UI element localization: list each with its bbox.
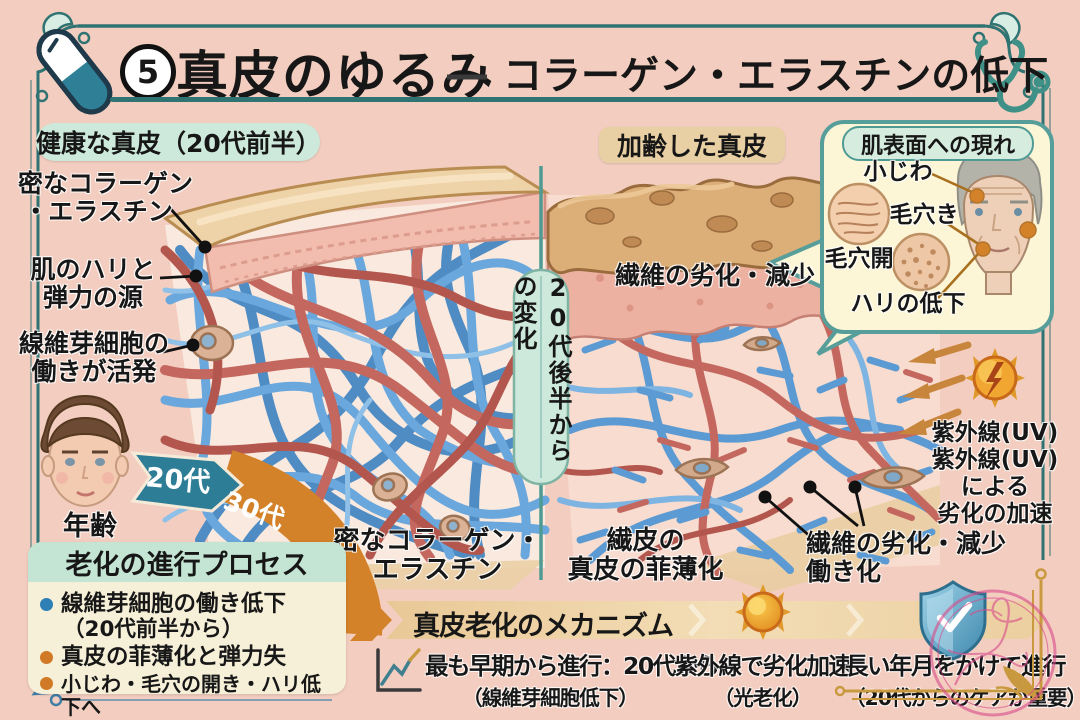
watermark-stamp [929, 589, 1057, 717]
uv-arrows [898, 341, 972, 435]
capsule-icon [36, 29, 113, 115]
svg-text:20代: 20代 [144, 462, 211, 499]
title-underline [110, 97, 998, 102]
bullet-dot [40, 650, 53, 664]
page-subtitle: コラーゲン・エラスチンの低下 [503, 54, 1049, 99]
label-skin-firmness: 肌のハリと 弾力の源 [30, 255, 156, 312]
sun-icon [735, 584, 791, 640]
caption-dermis-thinning: 繊皮の 真皮の菲薄化 [567, 526, 724, 586]
aging-process-title: 老化の進行プロセス [28, 542, 346, 582]
label-firmness-loss: ハリの低下 [850, 291, 966, 317]
mechanism-item-onset: 最も早期から進行：20代から （線維芽細胞低下） [425, 652, 720, 710]
fibroblast-cell [189, 324, 472, 542]
center-change-label: 20代後半からの変化 [509, 274, 572, 464]
wrinkle-detail-circle [827, 182, 891, 246]
skin-surface-bubble [765, 120, 1054, 356]
corner-decoration-layer [834, 568, 1057, 717]
process-item-sub: （20代前半から） [63, 616, 244, 642]
aged-dermis-badge: 加齢した真皮 [599, 127, 785, 163]
center-divider [512, 166, 570, 580]
process-item: 小じわ・毛穴の開き・ハリ低下へ [38, 673, 336, 719]
young-face [40, 394, 130, 507]
section-number-text: 5 [136, 53, 160, 91]
bubble-title: 肌表面への現れ [842, 126, 1034, 161]
bullet-dot [40, 598, 53, 611]
aging-process-box: 老化の進行プロセス 線維芽細胞の働き低下 （20代前半から） 真皮の菲薄化と弾力… [28, 542, 346, 719]
section-number: 5 [120, 44, 176, 100]
label-dense-collagen: 密なコラーゲン ・エラスチン [18, 169, 194, 226]
aging-process-list: 線維芽細胞の働き低下 （20代前半から） 真皮の菲薄化と弾力失 小じわ・毛穴の開… [28, 582, 346, 720]
mechanism-item-uv: 紫外線で劣化加速 （光老化） [674, 652, 853, 710]
mechanism-band [350, 580, 1046, 692]
title-dash: ― [447, 52, 487, 98]
process-item: 真皮の菲薄化と弾力失 [38, 644, 336, 671]
healthy-dermis-badge: 健康な真皮（20代前半） [36, 123, 321, 161]
label-fiber-degradation-side: 繊維の劣化・減少 働き化 [806, 529, 1007, 586]
healthy-dermis-panel [160, 165, 551, 590]
label-pores: 毛穴き [889, 202, 959, 228]
label-fibroblast-active: 線維芽細胞の 働きが活発 [18, 329, 169, 386]
mechanism-title: 真皮老化のメカニズム [413, 611, 674, 642]
label-fine-wrinkles: 小じわ [863, 159, 933, 185]
uv-sun-icon [965, 348, 1025, 408]
bullet-dot [40, 677, 53, 691]
label-pores-open: 毛穴開 [824, 246, 894, 272]
age-label: 年齢 [63, 511, 117, 542]
line-chart-icon [376, 648, 422, 692]
stethoscope-icon [974, 39, 1051, 113]
caption-dense-collagen: 密なコラーゲン・ エラスチン [333, 526, 542, 586]
fibroblast-cell-aged [674, 336, 926, 490]
label-fiber-degradation-top: 繊維の劣化・減少 [614, 261, 815, 290]
process-item: 線維芽細胞の働き低下 [38, 591, 336, 618]
leader-lines-left [159, 205, 212, 354]
uv-caption: 紫外線(UV) 紫外線(UV) による 劣化の加速 [931, 420, 1059, 528]
leader-lines-right [758, 480, 866, 540]
pores-detail-circle [891, 232, 951, 292]
